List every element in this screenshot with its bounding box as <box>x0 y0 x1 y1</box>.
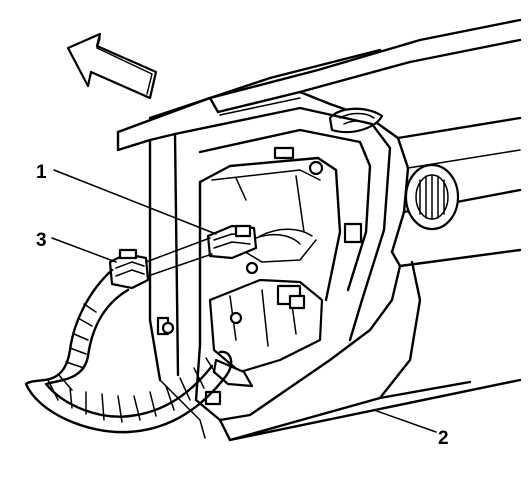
callout-leaders <box>51 169 437 433</box>
panel-connector <box>206 224 301 260</box>
instrument-panel <box>116 18 522 442</box>
callout-2: 2 <box>438 428 449 449</box>
callout-1: 1 <box>36 162 47 183</box>
harness-connector <box>108 248 150 290</box>
wiring-harness <box>24 268 233 434</box>
callout-3: 3 <box>36 230 47 251</box>
mating-guide-lines <box>145 237 213 277</box>
forward-arrow-icon <box>66 32 158 100</box>
